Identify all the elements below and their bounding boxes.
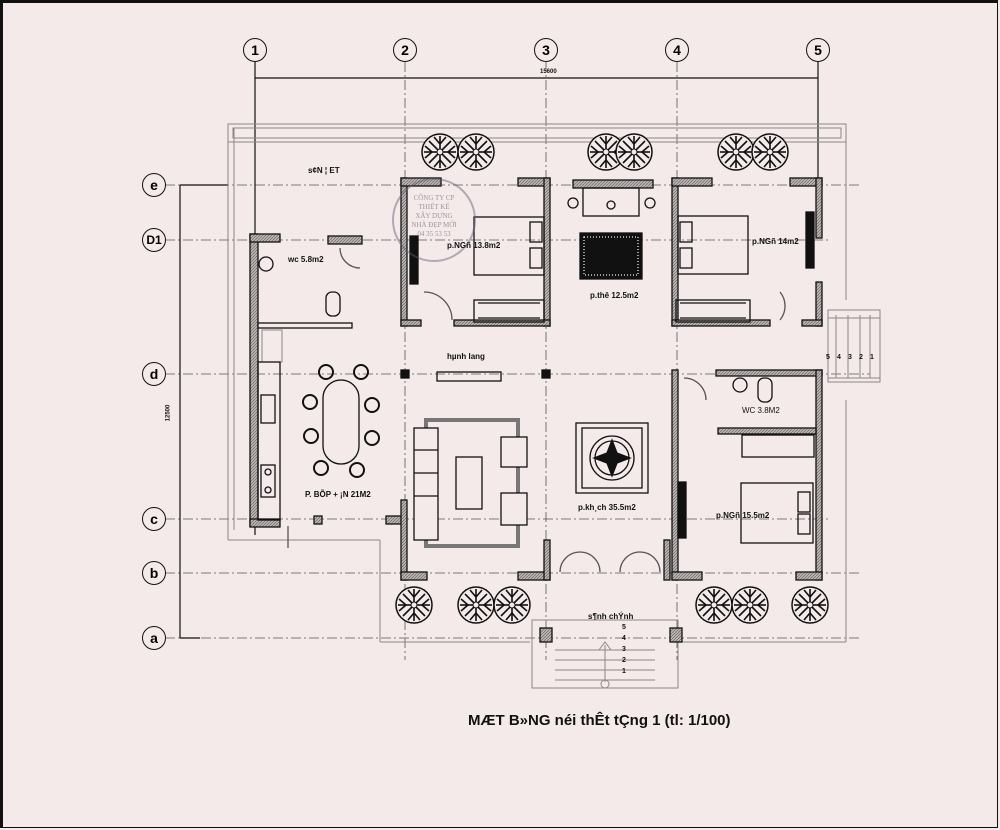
drawing-title: MÆT B»NG néi thÊt tÇng 1 (tl: 1/100) [468, 712, 731, 729]
axis-row-d1: D1 [142, 228, 166, 252]
axis-column-5: 5 [806, 38, 830, 62]
axis-row-d: d [142, 362, 166, 386]
room-label-wc2: WC 3.8M2 [742, 406, 780, 415]
stamp-line: 04 35 53 53 [417, 230, 451, 238]
room-label-wc1: wc 5.8m2 [288, 255, 324, 264]
furniture [257, 187, 815, 573]
side-step-number: 1 [870, 354, 874, 361]
dimension-width: 15600 [540, 69, 557, 75]
room-label-garden: s¢N ¦ ET [308, 166, 340, 175]
dimension-depth: 12500 [165, 404, 172, 422]
room-label-bedroom3: p.NGñ 15.5m2 [716, 511, 770, 520]
step-number: 1 [622, 668, 626, 675]
side-step-number: 4 [837, 354, 841, 361]
step-number: 2 [622, 657, 626, 664]
axis-column-1: 1 [243, 38, 267, 62]
step-number: 4 [622, 635, 626, 642]
room-label-bedroom1: p.NGñ 13.8m2 [447, 241, 501, 250]
axis-column-4: 4 [665, 38, 689, 62]
company-stamp: CÔNG TY CP THIẾT KẾ XÂY DỰNG NHÀ ĐẸP MỚI… [392, 178, 476, 262]
room-label-living: p.kh¸ch 35.5m2 [578, 503, 636, 512]
stamp-line: THIẾT KẾ [418, 203, 450, 211]
axis-column-2: 2 [393, 38, 417, 62]
step-number: 3 [622, 646, 626, 653]
grid-lines [165, 62, 870, 660]
side-step-number: 5 [826, 354, 830, 361]
room-label-main-hall: s¶nh chÝnh [588, 612, 634, 621]
room-label-kitchen: P. BÕP + ¡N 21M2 [305, 490, 371, 499]
axis-row-c: c [142, 507, 166, 531]
step-number: 5 [622, 624, 626, 631]
stamp-line: CÔNG TY CP [413, 194, 455, 202]
room-label-bedroom2: p.NGñ 14m2 [752, 237, 799, 246]
axis-column-3: 3 [534, 38, 558, 62]
room-label-worship: p.thê 12.5m2 [590, 291, 639, 300]
axis-row-b: b [142, 561, 166, 585]
stamp-line: XÂY DỰNG [415, 212, 453, 220]
stamp-line: NHÀ ĐẸP MỚI [411, 221, 457, 229]
axis-row-a: a [142, 626, 166, 650]
axis-row-e: e [142, 173, 166, 197]
side-step-number: 2 [859, 354, 863, 361]
side-step-number: 3 [848, 354, 852, 361]
room-label-corridor: hµnh lang [447, 352, 485, 361]
